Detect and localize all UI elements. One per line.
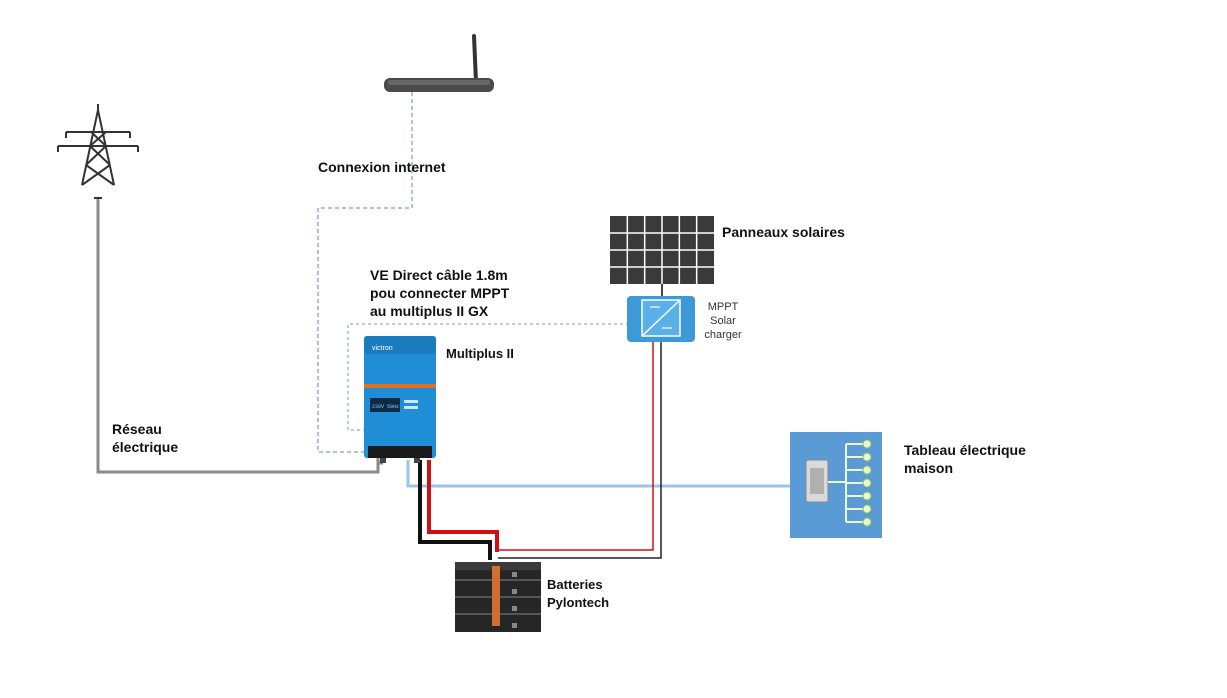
router-icon xyxy=(384,34,494,92)
circuit-node xyxy=(862,491,872,501)
circuit-node xyxy=(862,517,872,527)
internet-data-line xyxy=(317,92,413,453)
dc-negative-cable xyxy=(418,460,492,560)
circuit-node xyxy=(862,504,872,514)
house-panel-label: Tableau électrique maison xyxy=(904,442,1026,476)
inverter-brand: victron xyxy=(372,345,393,352)
circuit-node xyxy=(862,452,872,462)
solar-panel-icon xyxy=(610,216,714,284)
grid-label: Réseau électrique xyxy=(112,421,179,455)
ve-direct-line xyxy=(347,323,629,431)
mppt-charger-icon xyxy=(627,296,695,342)
internet-connection-label: Connexion internet xyxy=(318,159,446,175)
inverter-icon xyxy=(364,336,436,463)
solar-panels-label: Panneaux solaires xyxy=(722,224,845,240)
battery-stack-icon xyxy=(455,562,541,632)
multiplus-label: Multiplus II xyxy=(446,346,514,361)
ac-out-line xyxy=(406,460,792,488)
inverter-screen-text: 230V 50Hz xyxy=(372,404,399,410)
mppt-label: MPPT Solar charger xyxy=(704,301,742,341)
transmission-tower-icon xyxy=(57,104,139,199)
ve-direct-label: VE Direct câble 1.8m pou connecter MPPT … xyxy=(370,267,510,319)
dc-positive-cable xyxy=(427,460,499,552)
distribution-board-icon xyxy=(790,432,882,538)
circuit-node xyxy=(862,478,872,488)
mppt-negative-cable xyxy=(498,342,662,559)
mppt-positive-cable xyxy=(498,342,654,551)
circuit-node xyxy=(862,465,872,475)
circuit-node xyxy=(862,439,872,449)
batteries-label: Batteries Pylontech xyxy=(547,577,610,610)
